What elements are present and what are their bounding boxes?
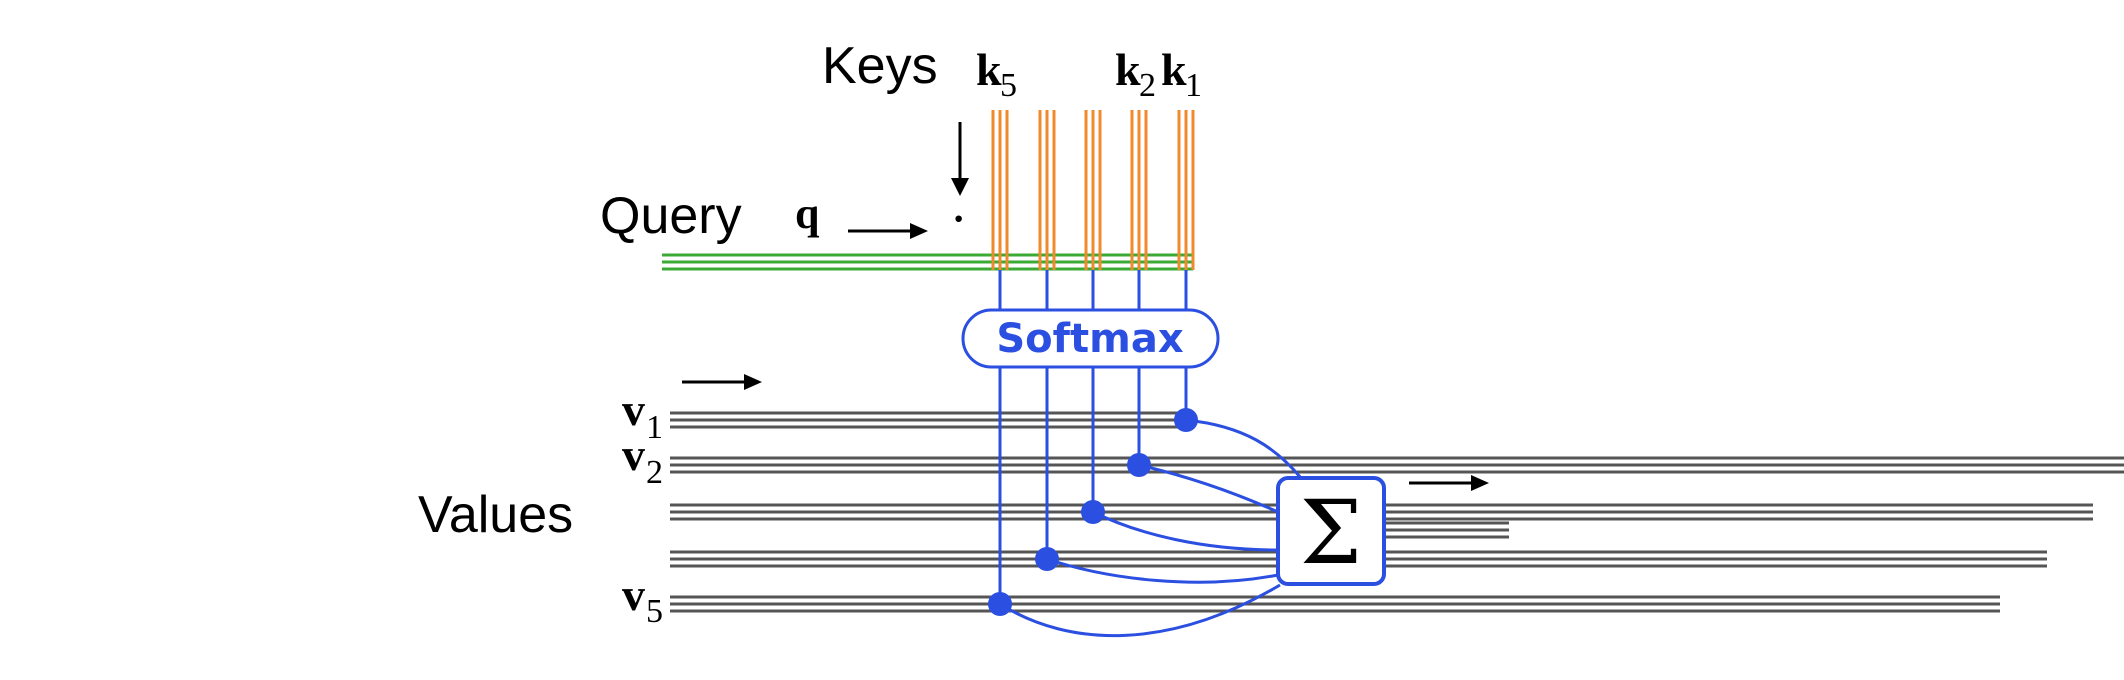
svg-text:1: 1 xyxy=(1185,67,1202,104)
key-lines xyxy=(991,110,1195,270)
value-label-v2: v 2 xyxy=(622,429,663,491)
svg-text:k: k xyxy=(1161,44,1187,95)
keys-label: Keys xyxy=(822,37,938,95)
softmax-box: Softmax xyxy=(961,308,1220,369)
svg-text:v: v xyxy=(622,384,645,435)
values-label: Values xyxy=(418,486,573,544)
sum-curves xyxy=(999,418,1303,638)
output-lines xyxy=(1384,521,1509,539)
dot-product-symbol: · xyxy=(952,196,965,241)
svg-text:1: 1 xyxy=(646,409,663,446)
svg-text:k: k xyxy=(976,44,1002,95)
key-label-k1: k 1 xyxy=(1161,44,1202,104)
weight-dots xyxy=(988,408,1198,616)
svg-text:v: v xyxy=(622,569,645,620)
query-symbol: q xyxy=(795,189,820,238)
weight-dot-v4 xyxy=(1035,547,1059,571)
weight-dot-v5 xyxy=(988,592,1012,616)
value-lines xyxy=(670,411,2124,613)
svg-text:5: 5 xyxy=(646,593,663,630)
svg-text:2: 2 xyxy=(1139,67,1156,104)
svg-text:v: v xyxy=(622,429,645,480)
value-label-v5: v 5 xyxy=(622,569,663,630)
value-label-v1: v 1 xyxy=(622,384,663,446)
down-arrow-icon xyxy=(951,122,969,196)
weight-dot-v3 xyxy=(1081,500,1105,524)
query-lines xyxy=(662,253,1193,271)
svg-text:5: 5 xyxy=(1000,67,1017,104)
right-arrow-icon-output xyxy=(1409,475,1489,491)
sigma-icon: Σ xyxy=(1300,481,1362,584)
softmax-label: Softmax xyxy=(996,316,1183,362)
sum-box: Σ xyxy=(1276,476,1386,586)
svg-text:k: k xyxy=(1115,44,1141,95)
svg-text:2: 2 xyxy=(646,454,663,491)
weight-dot-v2 xyxy=(1127,453,1151,477)
key-label-k5: k 5 xyxy=(976,44,1017,104)
query-label: Query xyxy=(600,187,742,245)
right-arrow-icon-query xyxy=(848,223,928,239)
key-label-k2: k 2 xyxy=(1115,44,1156,104)
weight-dot-v1 xyxy=(1174,408,1198,432)
right-arrow-icon-values xyxy=(682,374,762,390)
